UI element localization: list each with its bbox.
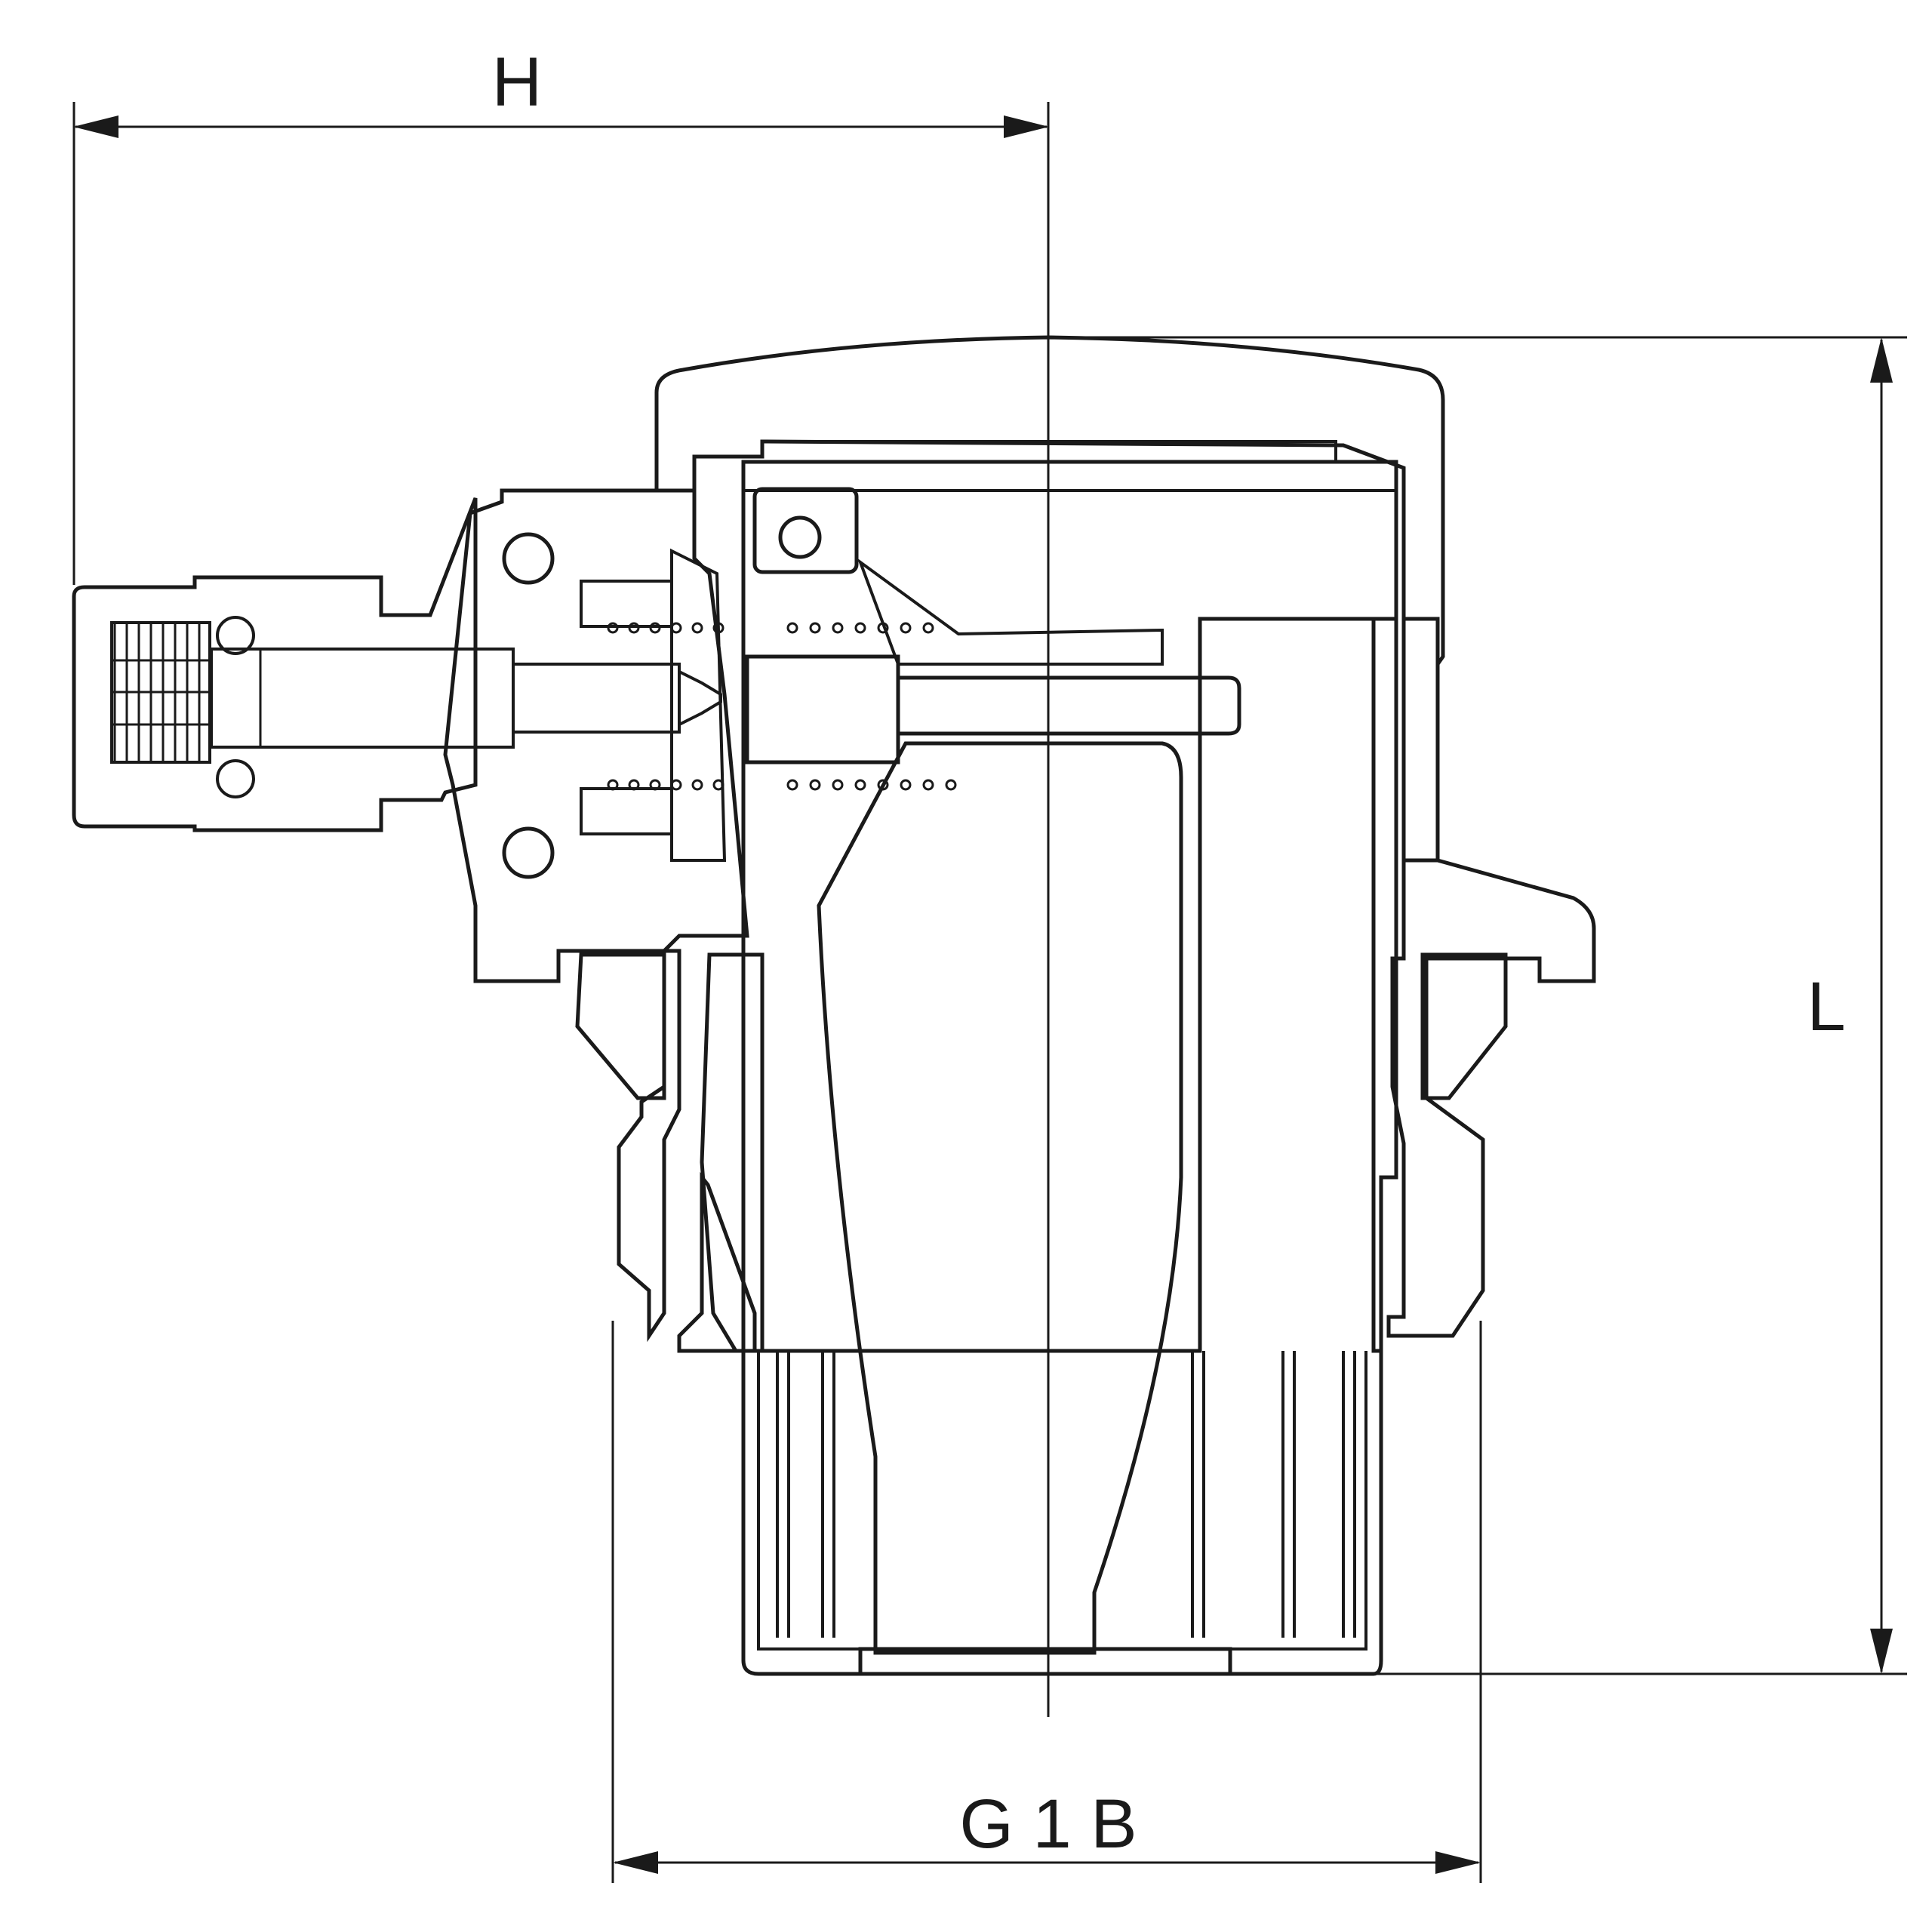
left-body-wall — [443, 488, 757, 1353]
right-gasket — [1371, 617, 1508, 1353]
float — [817, 741, 1183, 1655]
dimension-h: H — [72, 44, 1050, 585]
dimension-l: L — [1048, 336, 1907, 1675]
valve-stem-assembly — [580, 487, 1241, 862]
dimension-thread-label: G 1 B — [959, 1786, 1137, 1863]
dimension-thread: G 1 B — [611, 1321, 1482, 1883]
inner-chamber — [741, 460, 1398, 1353]
dimension-l-label: L — [1807, 968, 1845, 1045]
left-gasket — [575, 952, 764, 1353]
cap-housing — [654, 335, 1445, 863]
side-fitting — [72, 497, 722, 832]
right-body-wall — [1386, 617, 1596, 1338]
strainer-basket — [741, 1351, 1383, 1676]
body-o-rings — [502, 532, 555, 879]
dimension-h-label: H — [492, 44, 542, 121]
